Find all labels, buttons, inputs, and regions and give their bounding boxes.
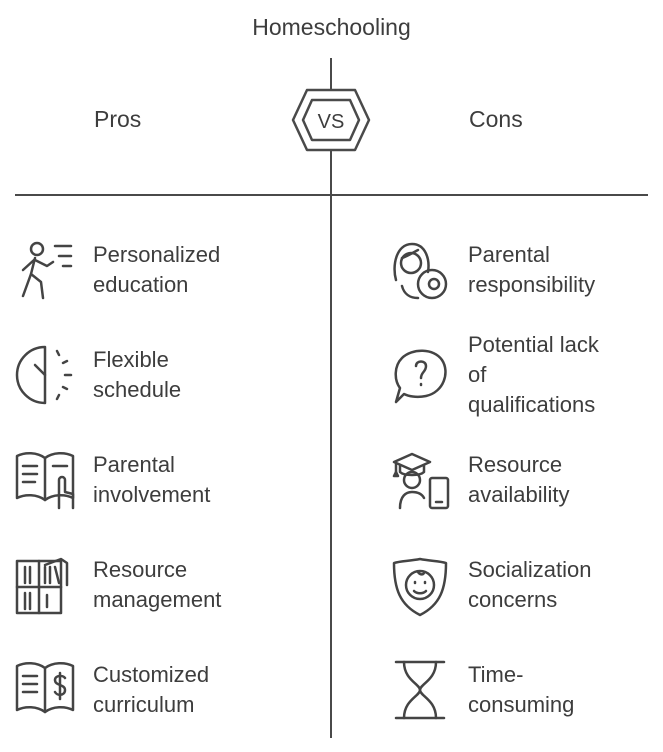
pro-label-line: involvement xyxy=(93,482,211,507)
pro-label-line: curriculum xyxy=(93,692,195,717)
clock-icon xyxy=(15,345,73,405)
con-label-line: consuming xyxy=(468,692,575,717)
parent-baby-icon xyxy=(393,242,448,300)
vs-arrow-icon: VS xyxy=(291,88,371,152)
pro-label-line: schedule xyxy=(93,377,182,402)
con-label-line: availability xyxy=(468,482,570,507)
running-person-icon xyxy=(21,241,73,300)
pros-heading: Pros xyxy=(94,106,142,132)
bookshelf-icon xyxy=(15,557,69,615)
con-label-line: Resource xyxy=(468,452,563,477)
con-label-line: of xyxy=(468,362,487,387)
con-label-line: Potential lack xyxy=(468,332,599,357)
cons-heading: Cons xyxy=(469,106,523,132)
con-label-line: Parental xyxy=(468,242,550,267)
vs-label: VS xyxy=(318,111,345,133)
book-hand-icon xyxy=(15,452,75,510)
vertical-divider xyxy=(330,58,332,738)
pro-label-line: education xyxy=(93,272,189,297)
con-label-line: qualifications xyxy=(468,392,596,417)
question-bubble-icon xyxy=(394,349,447,404)
con-label-line: Socialization xyxy=(468,557,592,582)
con-label-line: responsibility xyxy=(468,272,596,297)
vs-badge: VS xyxy=(291,88,371,157)
hourglass-icon xyxy=(394,660,446,720)
con-label-line: Time- xyxy=(468,662,524,687)
pro-label-line: Customized xyxy=(93,662,210,687)
con-label-line: concerns xyxy=(468,587,558,612)
graduate-phone-icon xyxy=(392,452,450,510)
pro-label-line: Parental xyxy=(93,452,175,477)
pro-label-line: Resource xyxy=(93,557,188,582)
diagram-title: Homeschooling xyxy=(252,14,411,40)
pro-label-line: Personalized xyxy=(93,242,221,267)
pro-label-line: management xyxy=(93,587,222,612)
pro-label-line: Flexible xyxy=(93,347,169,372)
shield-face-icon xyxy=(392,557,448,617)
book-dollar-icon xyxy=(15,662,75,714)
horizontal-divider xyxy=(15,194,648,196)
